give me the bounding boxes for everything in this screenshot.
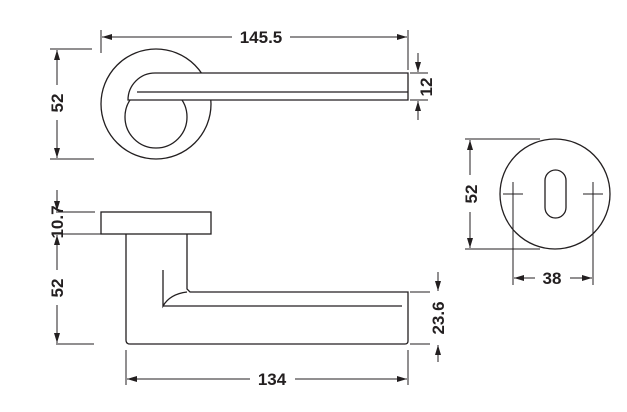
top-view: 145.5 52 12 (48, 28, 436, 160)
dim-overall-length: 145.5 (240, 28, 283, 47)
dim-rose-thickness: 10.7 (48, 205, 67, 238)
dim-hole-spacing: 38 (543, 269, 562, 288)
rose-side (100, 211, 212, 235)
rose-outline (100, 48, 212, 160)
lever-side-outline (125, 234, 409, 345)
side-view: 10.7 52 134 23.6 (48, 190, 448, 389)
dim-lever-width: 12 (417, 78, 436, 97)
dim-projection: 52 (48, 279, 67, 298)
dim-lever-length: 134 (258, 370, 287, 389)
escutcheon-view: 52 38 (462, 138, 611, 288)
keyhole-slot (544, 169, 567, 219)
dim-lever-height: 23.6 (429, 301, 448, 334)
dim-rose-diameter-top: 52 (48, 94, 67, 113)
escutcheon-outline (499, 138, 611, 250)
lever-neck-curve (162, 270, 188, 309)
dim-escutcheon-diameter: 52 (462, 185, 481, 204)
lever-top-outline (127, 72, 409, 101)
